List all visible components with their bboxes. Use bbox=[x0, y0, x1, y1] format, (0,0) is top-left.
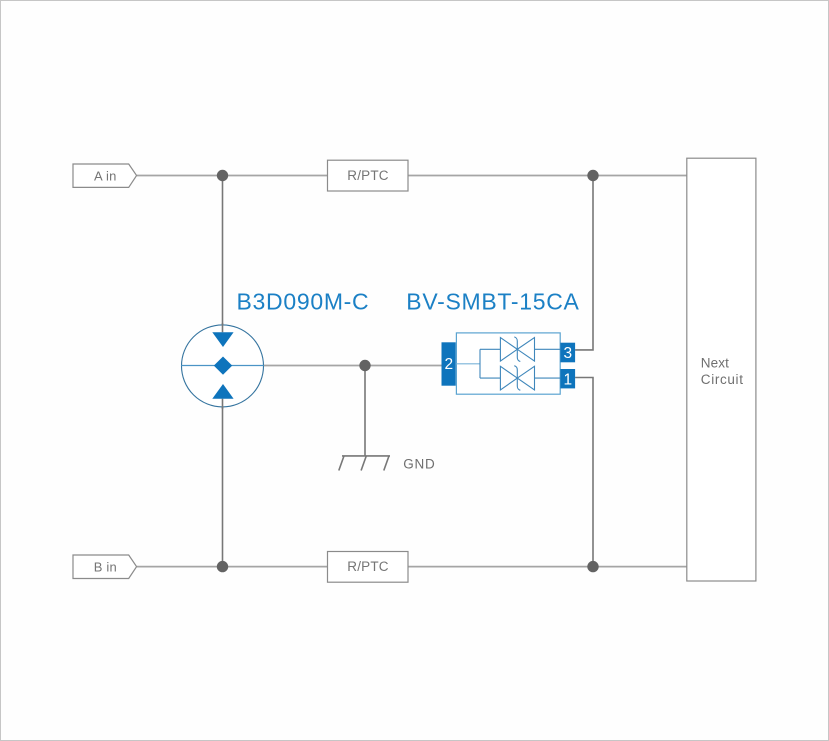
svg-text:Next: Next bbox=[701, 355, 729, 370]
svg-text:BV-SMBT-15CA: BV-SMBT-15CA bbox=[406, 288, 579, 314]
svg-text:GND: GND bbox=[403, 456, 435, 471]
svg-text:B in: B in bbox=[94, 559, 117, 574]
svg-text:Circuit: Circuit bbox=[701, 372, 744, 387]
svg-text:2: 2 bbox=[444, 356, 453, 373]
svg-text:A in: A in bbox=[94, 168, 116, 183]
svg-text:R/PTC: R/PTC bbox=[347, 559, 389, 574]
svg-text:1: 1 bbox=[563, 371, 572, 388]
svg-text:3: 3 bbox=[563, 345, 572, 362]
svg-text:B3D090M-C: B3D090M-C bbox=[237, 288, 370, 314]
svg-text:R/PTC: R/PTC bbox=[347, 168, 389, 183]
